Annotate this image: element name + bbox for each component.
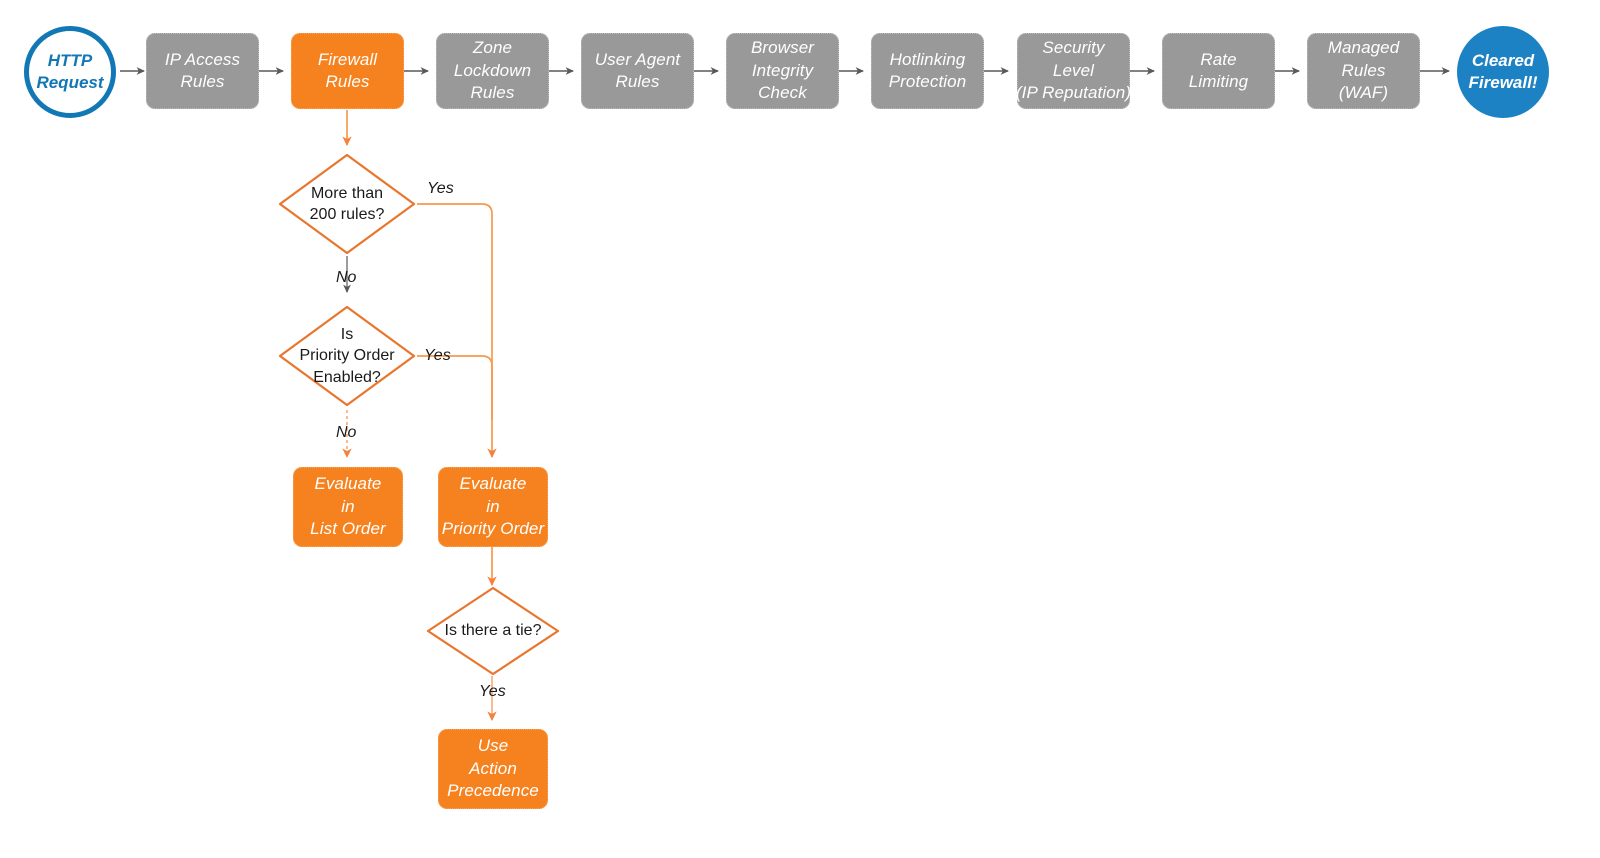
node-decision-is-there-a-tie-label: Is there a tie? xyxy=(444,622,542,640)
node-security-level-label: Security Level (IP Reputation) xyxy=(1015,38,1132,103)
diamond-shape xyxy=(278,153,416,255)
node-evaluate-in-priority-order[interactable]: Evaluate in Priority Order xyxy=(438,467,548,547)
edge-morethan200-yes xyxy=(417,203,497,458)
node-cleared-firewall[interactable]: Cleared Firewall! xyxy=(1457,26,1549,118)
node-managed-rules-waf-label: Managed Rules (WAF) xyxy=(1327,38,1400,103)
node-security-level[interactable]: Security Level (IP Reputation) xyxy=(1015,33,1132,109)
edge-label-more-than-200-no: No xyxy=(336,269,357,286)
node-http-request-label: HTTP Request xyxy=(36,50,104,92)
node-decision-is-there-a-tie[interactable]: Is there a tie? xyxy=(425,585,561,677)
node-hotlinking-protection[interactable]: Hotlinking Protection xyxy=(871,33,984,109)
node-hotlinking-protection-label: Hotlinking Protection xyxy=(888,49,967,91)
edge-label-is-there-a-tie-yes: Yes xyxy=(479,683,506,700)
node-evaluate-in-priority-order-label: Evaluate in Priority Order xyxy=(441,474,545,539)
node-managed-rules-waf[interactable]: Managed Rules (WAF) xyxy=(1307,33,1420,109)
node-ip-access-rules[interactable]: IP Access Rules xyxy=(146,33,259,109)
node-zone-lockdown-rules[interactable]: Zone Lockdown Rules xyxy=(436,33,549,109)
node-rate-limiting-label: Rate Limiting xyxy=(1188,49,1249,91)
node-evaluate-in-list-order[interactable]: Evaluate in List Order xyxy=(293,467,403,547)
node-firewall-rules-label: Firewall Rules xyxy=(317,49,378,91)
node-user-agent-rules[interactable]: User Agent Rules xyxy=(581,33,694,109)
node-firewall-rules[interactable]: Firewall Rules xyxy=(291,33,404,109)
node-decision-more-than-200-rules-label: More than 200 rules? xyxy=(309,184,385,223)
node-browser-integrity-check-label: Browser Integrity Check xyxy=(750,38,815,103)
node-decision-priority-order-enabled[interactable]: Is Priority Order Enabled? xyxy=(277,304,417,408)
node-user-agent-rules-label: User Agent Rules xyxy=(594,49,681,91)
node-evaluate-in-list-order-label: Evaluate in List Order xyxy=(310,474,386,539)
node-use-action-precedence-label: Use Action Precedence xyxy=(447,736,539,801)
diamond-shape xyxy=(278,305,416,407)
edge-label-more-than-200-yes: Yes xyxy=(427,180,454,197)
node-decision-more-than-200-rules[interactable]: More than 200 rules? xyxy=(277,152,417,256)
node-decision-priority-order-enabled-label: Is Priority Order Enabled? xyxy=(299,325,395,386)
node-http-request[interactable]: HTTP Request xyxy=(24,26,116,118)
node-zone-lockdown-rules-label: Zone Lockdown Rules xyxy=(453,38,532,103)
node-browser-integrity-check[interactable]: Browser Integrity Check xyxy=(726,33,839,109)
edge-priorityorder-yes xyxy=(417,355,493,420)
node-ip-access-rules-label: IP Access Rules xyxy=(164,49,241,91)
edge-label-priority-order-no: No xyxy=(336,424,357,441)
diamond-shape xyxy=(426,586,560,676)
edge-label-priority-order-yes: Yes xyxy=(424,347,451,364)
node-rate-limiting[interactable]: Rate Limiting xyxy=(1162,33,1275,109)
node-cleared-firewall-label: Cleared Firewall! xyxy=(1468,50,1538,92)
node-use-action-precedence[interactable]: Use Action Precedence xyxy=(438,729,548,809)
